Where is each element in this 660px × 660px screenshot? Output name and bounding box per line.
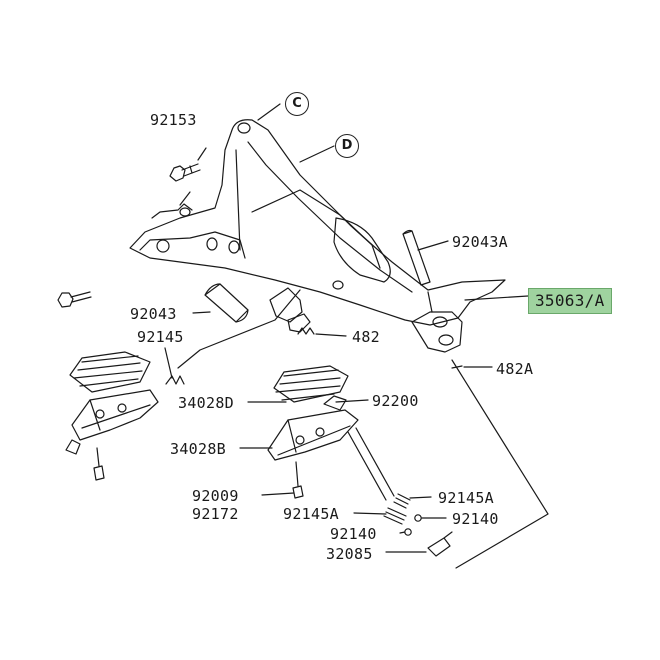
footpeg-body-right xyxy=(267,409,359,461)
ball-92140-left xyxy=(404,528,412,536)
bolt-left xyxy=(57,291,92,308)
part-label-35063a-highlighted[interactable]: 35063/A xyxy=(528,288,612,314)
hole xyxy=(237,122,251,134)
bolt-92153 xyxy=(169,163,201,182)
hole xyxy=(156,239,170,253)
part-label-34028b: 34028B xyxy=(170,440,226,458)
leader xyxy=(315,333,347,337)
part-label-92153: 92153 xyxy=(150,111,197,129)
bolt-92009-left xyxy=(93,447,105,481)
callout-c: C xyxy=(285,92,309,116)
bracket-plate xyxy=(139,231,246,259)
leader xyxy=(164,347,173,379)
bracket-diagonal xyxy=(251,189,381,269)
hole xyxy=(206,237,218,251)
mount-part xyxy=(287,313,311,333)
part-label-92172: 92172 xyxy=(192,505,239,523)
part-label-92145a-left: 92145A xyxy=(283,505,339,523)
bolt-92009-right xyxy=(292,461,304,499)
footpeg-rubber-right xyxy=(273,365,349,403)
footpeg-rubber-left xyxy=(69,351,151,393)
pin-32085 xyxy=(427,531,453,557)
part-label-34028d: 34028D xyxy=(178,394,234,412)
leader xyxy=(261,492,295,496)
spring-92145A-left xyxy=(383,507,407,525)
leader xyxy=(197,147,207,161)
footpeg-body-left xyxy=(71,389,159,441)
leader xyxy=(417,240,449,251)
pin-92043A xyxy=(402,229,431,286)
part-label-92145a-right: 92145A xyxy=(438,489,494,507)
assembly-guide-line xyxy=(451,359,549,569)
hole xyxy=(179,207,191,217)
leader xyxy=(179,191,191,206)
leader xyxy=(464,295,529,301)
leader xyxy=(177,289,301,369)
washer-92200 xyxy=(323,395,347,411)
spring-92145 xyxy=(165,375,185,385)
mount-part xyxy=(269,287,303,323)
leader xyxy=(299,145,335,163)
part-label-92145: 92145 xyxy=(137,328,184,346)
part-label-92200: 92200 xyxy=(372,392,419,410)
leader xyxy=(192,311,211,314)
spring-92145A-right xyxy=(393,493,411,509)
part-label-482: 482 xyxy=(352,328,380,346)
hole xyxy=(228,240,240,254)
part-label-92009: 92009 xyxy=(192,487,239,505)
bracket-flange xyxy=(411,311,463,353)
bracket-tab xyxy=(151,203,193,219)
bracket-flange-tail xyxy=(427,291,433,313)
pin-92043 xyxy=(204,283,249,323)
hole xyxy=(332,280,344,290)
bracket-inner-rib xyxy=(247,141,413,293)
bracket-frame xyxy=(129,119,506,326)
part-label-482a: 482A xyxy=(496,360,534,378)
leader xyxy=(335,399,369,403)
part-label-92043: 92043 xyxy=(130,305,177,323)
callout-d: D xyxy=(335,134,359,158)
bracket-inner-edge xyxy=(235,149,241,251)
leader xyxy=(353,512,387,515)
hole xyxy=(432,316,448,328)
leader xyxy=(257,103,281,121)
leader xyxy=(409,496,432,499)
part-label-92140-left: 92140 xyxy=(330,525,377,543)
ball-92140-right xyxy=(414,514,422,522)
spring-482 xyxy=(297,327,315,335)
bolt-left-small xyxy=(65,439,81,455)
pivot-shaft xyxy=(347,427,395,501)
part-label-92043a: 92043A xyxy=(452,233,508,251)
hole xyxy=(438,334,454,346)
leader xyxy=(399,531,406,534)
part-label-32085: 32085 xyxy=(326,545,373,563)
bracket-cutout xyxy=(333,217,391,283)
part-label-92140-right: 92140 xyxy=(452,510,499,528)
